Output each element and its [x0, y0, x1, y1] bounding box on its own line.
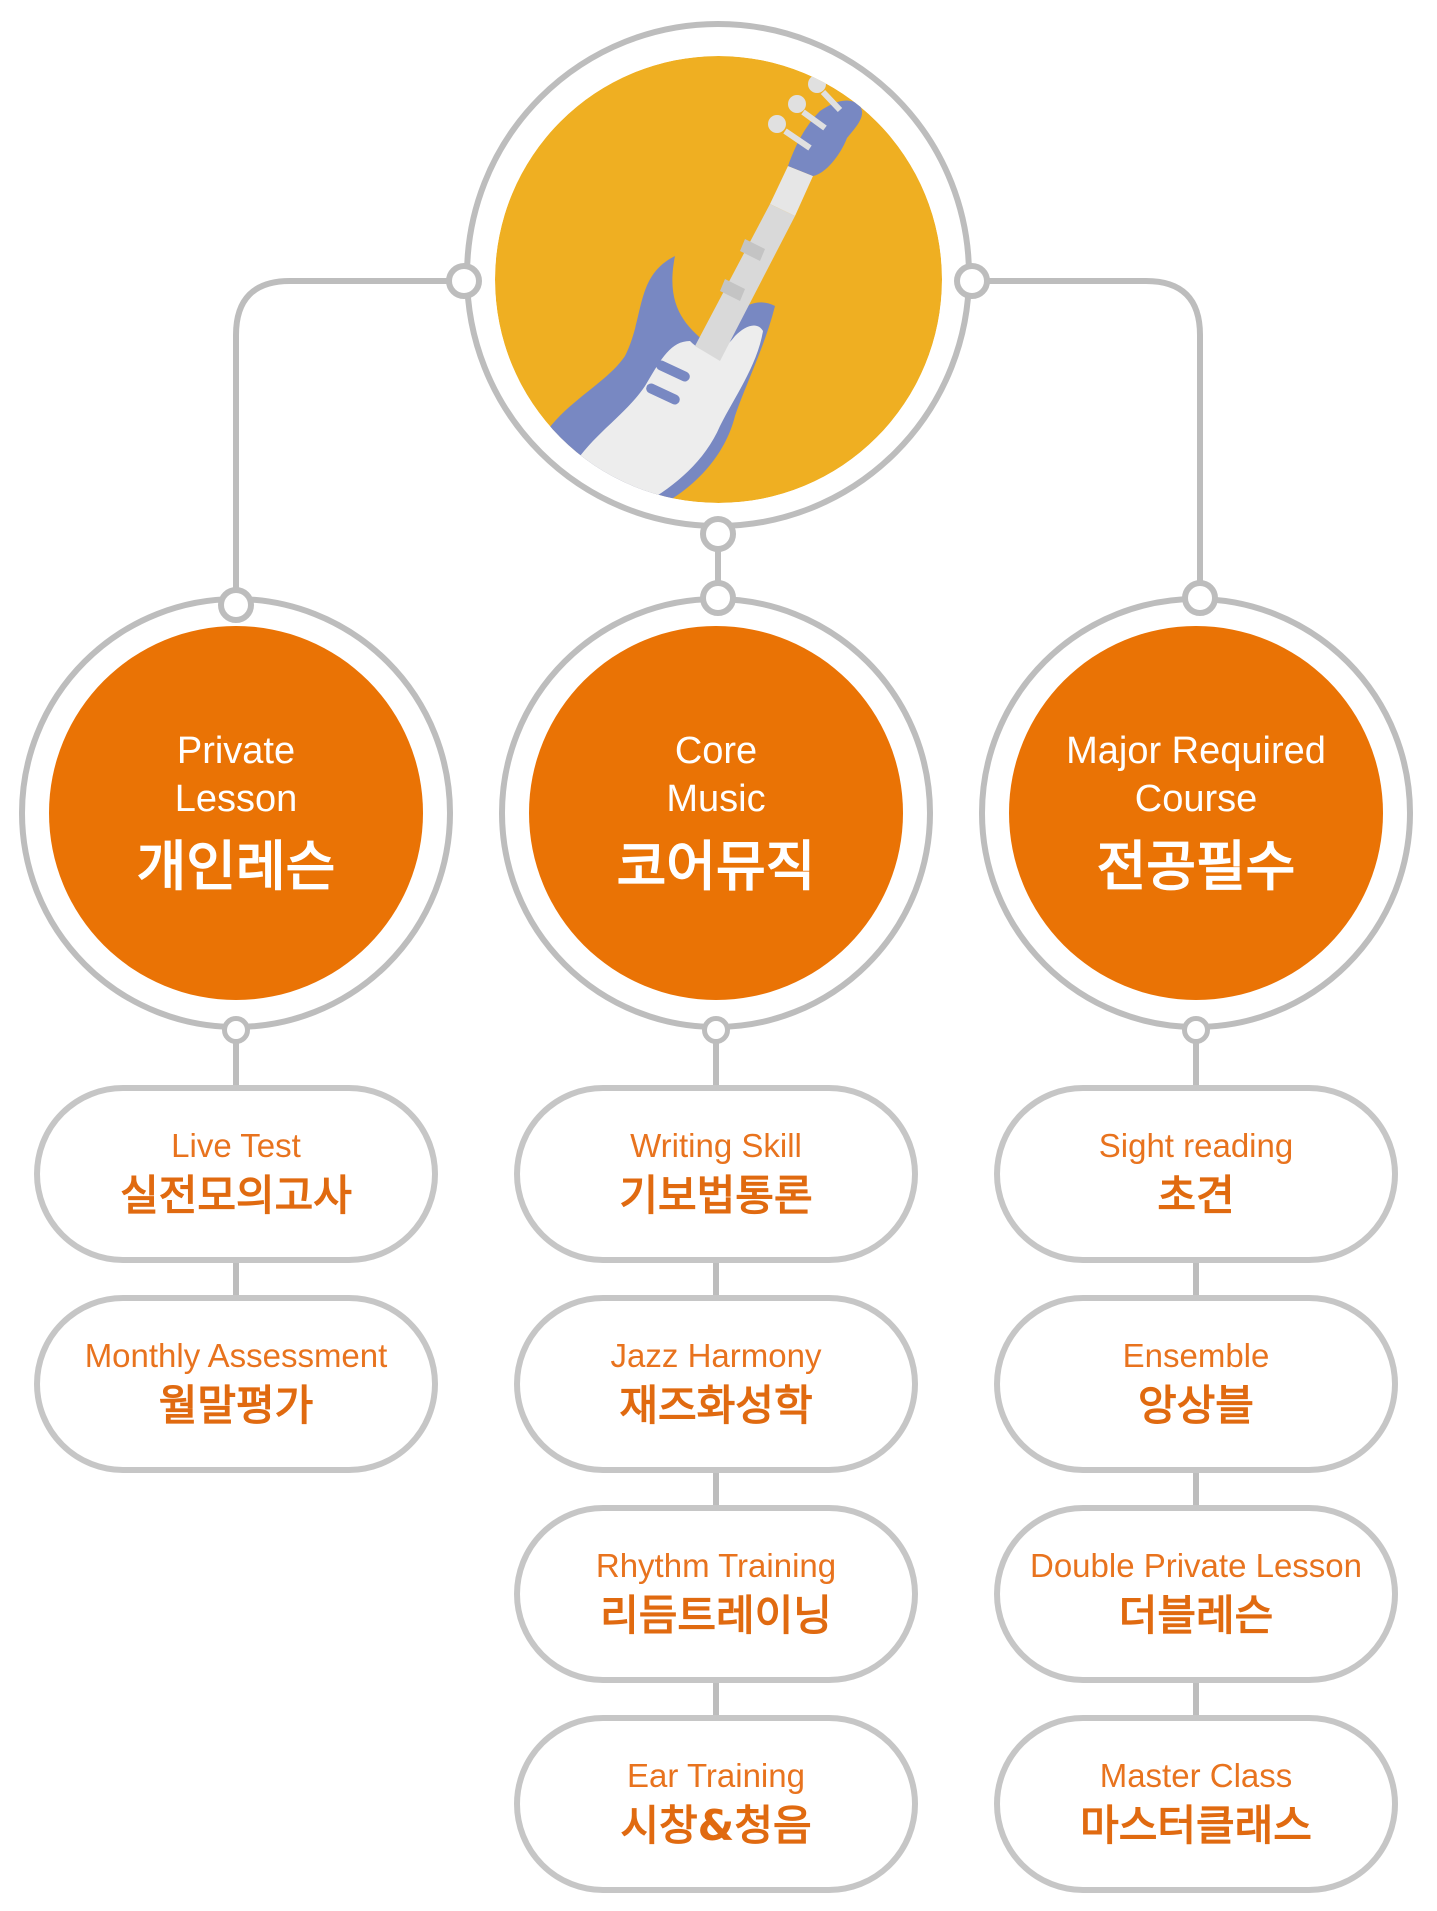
course-sight-reading[interactable]: Sight reading 초견: [994, 1085, 1398, 1263]
course-title-ko: 마스터클래스: [1080, 1801, 1312, 1850]
node-center-bottom: [700, 516, 736, 552]
course-title-en: Monthly Assessment: [84, 1337, 388, 1374]
node-col1-top: [218, 587, 254, 623]
electric-guitar-icon: [495, 56, 942, 503]
course-title-ko: 리듬트레이닝: [600, 1591, 832, 1640]
course-jazz-harmony[interactable]: Jazz Harmony 재즈화성학: [514, 1295, 918, 1473]
category-core-music[interactable]: Core Music 코어뮤직: [529, 626, 903, 1000]
node-col1-bottom: [222, 1016, 250, 1044]
course-title-en: Jazz Harmony: [610, 1337, 822, 1374]
course-title-ko: 재즈화성학: [619, 1381, 813, 1430]
connector-left: [233, 278, 464, 605]
course-title-en: Ensemble: [1122, 1337, 1270, 1374]
course-title-ko: 시창&청음: [620, 1801, 812, 1850]
center-circle: [495, 56, 942, 503]
course-double-private-lesson[interactable]: Double Private Lesson 더블레슨: [994, 1505, 1398, 1683]
course-rhythm-training[interactable]: Rhythm Training 리듬트레이닝: [514, 1505, 918, 1683]
category-major-required[interactable]: Major Required Course 전공필수: [1009, 626, 1383, 1000]
course-title-en: Sight reading: [1098, 1127, 1294, 1164]
course-title-en: Ear Training: [627, 1757, 805, 1794]
course-title-en: Writing Skill: [630, 1127, 802, 1164]
category-title-ko: 개인레슨: [136, 835, 336, 898]
course-title-en: Master Class: [1099, 1757, 1293, 1794]
course-live-test[interactable]: Live Test 실전모의고사: [34, 1085, 438, 1263]
course-title-ko: 월말평가: [158, 1381, 314, 1430]
category-title-en: Core Music: [666, 730, 766, 820]
course-title-ko: 기보법통론: [619, 1171, 813, 1220]
course-ensemble[interactable]: Ensemble 앙상블: [994, 1295, 1398, 1473]
node-center-left: [446, 263, 482, 299]
node-col2-top: [700, 580, 736, 616]
course-title-en: Rhythm Training: [595, 1547, 837, 1584]
course-ear-training[interactable]: Ear Training 시창&청음: [514, 1715, 918, 1893]
category-title-en: Private Lesson: [174, 730, 298, 820]
course-title-ko: 실전모의고사: [120, 1171, 352, 1220]
node-col2-bottom: [702, 1016, 730, 1044]
course-monthly-assessment[interactable]: Monthly Assessment 월말평가: [34, 1295, 438, 1473]
node-col3-top: [1182, 580, 1218, 616]
course-master-class[interactable]: Master Class 마스터클래스: [994, 1715, 1398, 1893]
category-private-lesson[interactable]: Private Lesson 개인레슨: [49, 626, 423, 1000]
course-title-ko: 초견: [1157, 1171, 1235, 1220]
course-title-ko: 더블레슨: [1118, 1591, 1274, 1640]
category-title-en: Major Required Course: [1066, 730, 1326, 820]
course-writing-skill[interactable]: Writing Skill 기보법통론: [514, 1085, 918, 1263]
node-center-right: [954, 263, 990, 299]
course-title-en: Double Private Lesson: [1029, 1547, 1363, 1584]
course-title-en: Live Test: [171, 1127, 301, 1164]
connector-right: [972, 278, 1203, 598]
category-title-ko: 코어뮤직: [616, 835, 816, 898]
category-title-ko: 전공필수: [1096, 835, 1296, 898]
course-title-ko: 앙상블: [1138, 1381, 1254, 1430]
node-col3-bottom: [1182, 1016, 1210, 1044]
